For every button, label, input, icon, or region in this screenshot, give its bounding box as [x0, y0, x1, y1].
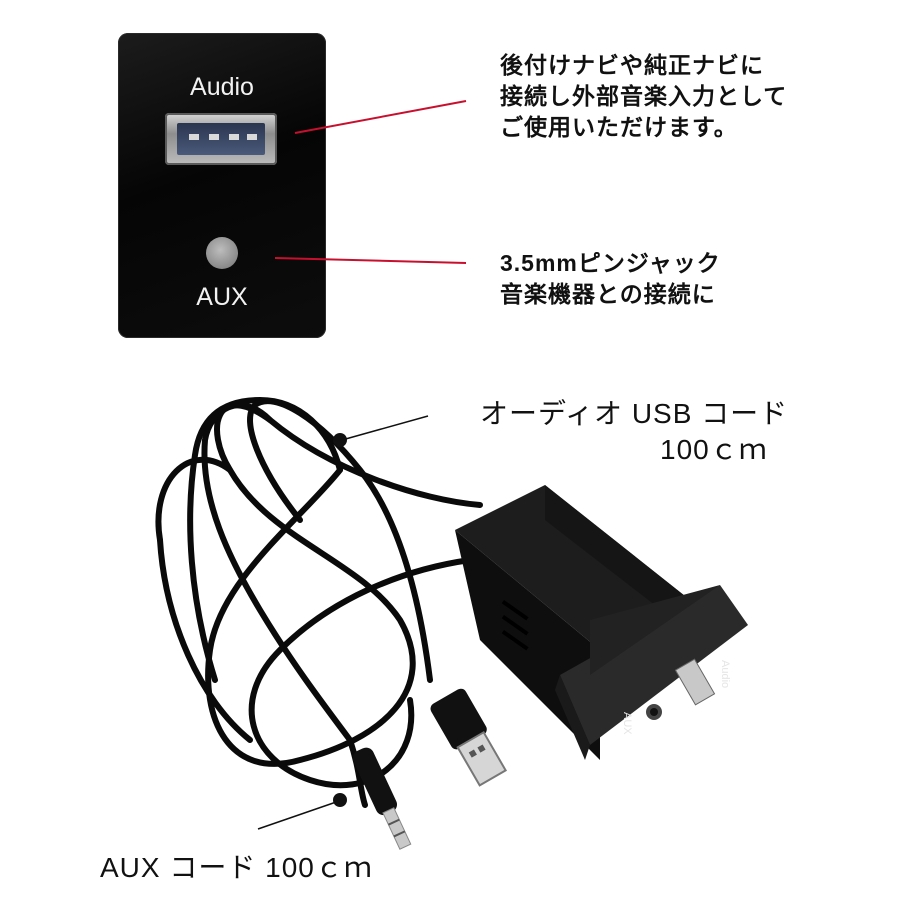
usb-callout-line	[294, 100, 467, 134]
aux-callout-text: 3.5mmピンジャック 音楽機器との接続に	[500, 248, 721, 310]
usb-callout-line-3: ご使用いただけます。	[500, 114, 738, 140]
usb-pin	[209, 134, 219, 140]
usb-cord-label: オーディオ USB コード	[480, 398, 789, 429]
aux-callout-line-1: 3.5mmピンジャック	[500, 250, 721, 276]
cable-coils	[155, 396, 483, 808]
usb-callout-line-1: 後付けナビや純正ナビに	[500, 52, 764, 78]
usb-pin	[247, 134, 257, 140]
aux-plug	[352, 747, 412, 850]
usb-callout-line-2: 接続し外部音楽入力として	[500, 83, 788, 109]
switch-unit	[455, 485, 748, 760]
panel-audio-label: Audio	[190, 73, 254, 101]
unit-audio-label: Audio	[719, 660, 731, 688]
usb-cord-pointer-dot	[333, 433, 347, 447]
aux-cord-pointer-dot	[333, 793, 347, 807]
usb-pin	[229, 134, 239, 140]
unit-aux-label: AUX	[621, 712, 633, 735]
usb-pin	[189, 134, 199, 140]
aux-cord-pointer-line	[257, 799, 343, 830]
usb-plug	[430, 688, 508, 787]
panel-aux-label: AUX	[196, 283, 248, 311]
aux-jack-icon	[206, 237, 238, 269]
usb-port-icon	[165, 113, 277, 165]
aux-cord-label: AUX コード 100ｃｍ	[100, 852, 373, 883]
aux-callout-line-2: 音楽機器との接続に	[500, 281, 716, 307]
usb-cord-pointer-line	[341, 415, 429, 441]
usb-cord-length: 100ｃｍ	[660, 434, 768, 465]
switch-panel: Audio AUX	[118, 33, 326, 338]
usb-callout-text: 後付けナビや純正ナビに 接続し外部音楽入力として ご使用いただけます。	[500, 50, 787, 143]
usb-port-inner	[177, 123, 265, 155]
aux-callout-line	[274, 257, 467, 264]
